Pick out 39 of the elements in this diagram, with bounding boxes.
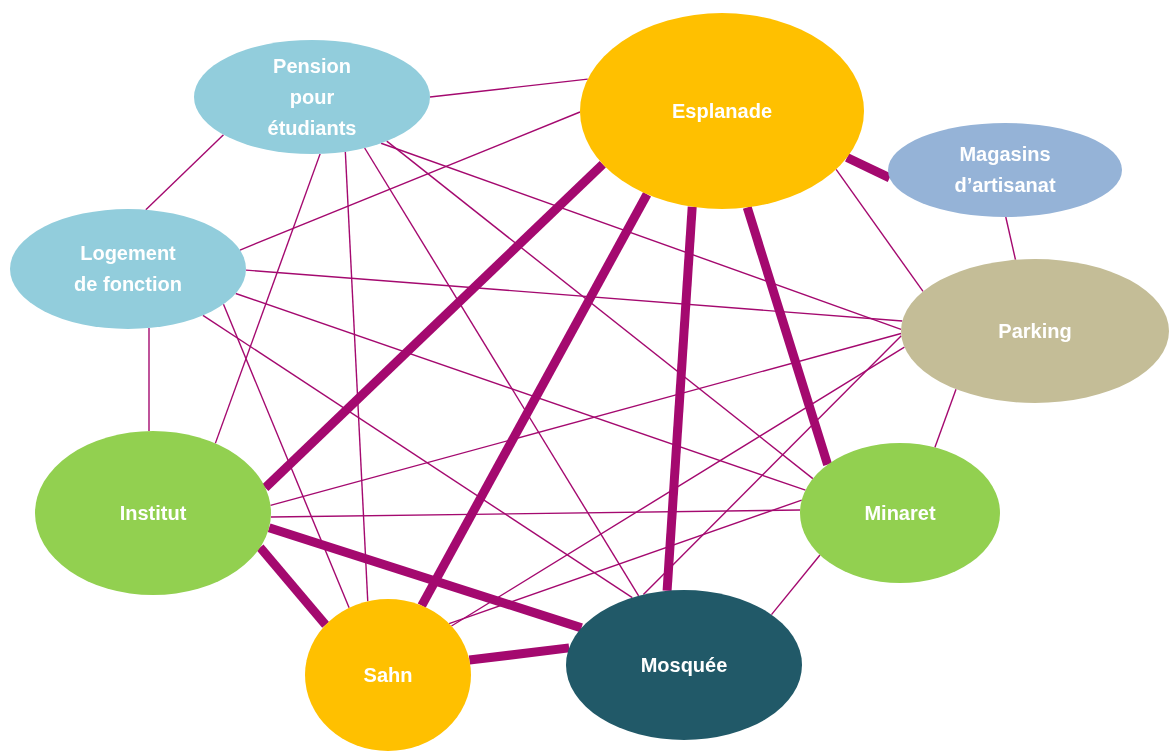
connector-line	[742, 206, 832, 467]
node-label: Parking	[998, 318, 1072, 344]
connector-line	[845, 153, 892, 182]
node-label: Logement de fonction	[73, 241, 183, 297]
node-label: Pension pour étudiants	[266, 53, 358, 141]
connector-line	[448, 499, 803, 625]
connector-line	[468, 643, 570, 665]
connector-line	[934, 388, 957, 449]
connector-line	[270, 509, 801, 518]
connector-line	[642, 335, 902, 596]
node-label: Institut	[119, 500, 187, 526]
connector-line	[363, 147, 640, 597]
connector-line	[262, 161, 606, 491]
connector-line	[450, 346, 906, 627]
connector-line	[267, 523, 583, 633]
connector-line	[235, 292, 807, 491]
connector-line	[214, 153, 321, 445]
node-label: Magasins d’artisanat	[953, 142, 1057, 198]
connector-line	[344, 151, 369, 602]
node-label: Sahn	[363, 662, 413, 688]
connector-line	[202, 314, 633, 599]
connector-line	[835, 168, 924, 293]
connector-line	[380, 142, 902, 330]
connector-line	[770, 554, 821, 616]
connector-line	[145, 134, 225, 211]
node-label: Minaret	[864, 500, 936, 526]
connector-line	[1005, 216, 1017, 261]
connector-line	[148, 327, 150, 432]
connector-line	[662, 206, 697, 592]
connector-line	[429, 78, 589, 98]
connector-line	[417, 192, 651, 608]
connector-line	[256, 544, 330, 628]
connector-line	[245, 269, 903, 322]
connector-line	[269, 332, 902, 507]
connector-line	[386, 140, 814, 480]
node-label: Esplanade	[671, 98, 772, 124]
connector-line	[239, 111, 581, 251]
node-label: Mosquée	[640, 652, 728, 678]
connector-line	[222, 303, 350, 609]
